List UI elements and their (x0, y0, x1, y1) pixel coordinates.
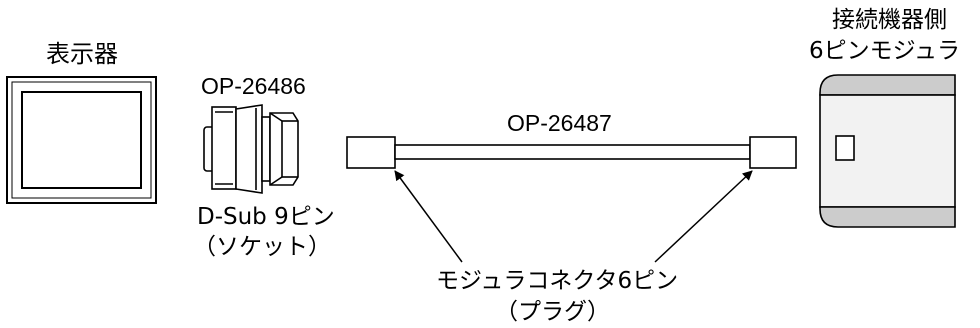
cable-assembly (346, 136, 797, 169)
connection-device (819, 74, 956, 228)
cable-part-number: OP-26487 (507, 110, 612, 136)
connector-note-line2: （プラグ） (495, 299, 610, 325)
device-label: 接続機器側 (832, 7, 947, 33)
callout-arrows (394, 170, 753, 263)
arrow-to-right-plug (654, 170, 753, 263)
arrow-to-left-plug (394, 170, 463, 263)
right-modular-plug (749, 136, 797, 169)
left-modular-plug (346, 136, 396, 169)
adapter-socket-label: （ソケット） (193, 234, 331, 260)
display-unit (6, 76, 157, 204)
cable-body (394, 144, 751, 160)
adapter-part-number: OP-26486 (201, 73, 306, 99)
connector-note-line1: モジュラコネクタ6ピン (436, 268, 679, 294)
adapter-type-label: D-Sub 9ピン (197, 204, 335, 230)
device-sublabel: 6ピンモジュラ (809, 38, 961, 64)
display-label: 表示器 (46, 40, 118, 68)
modular-jack-icon (835, 135, 855, 161)
dsub-connector (203, 104, 299, 194)
